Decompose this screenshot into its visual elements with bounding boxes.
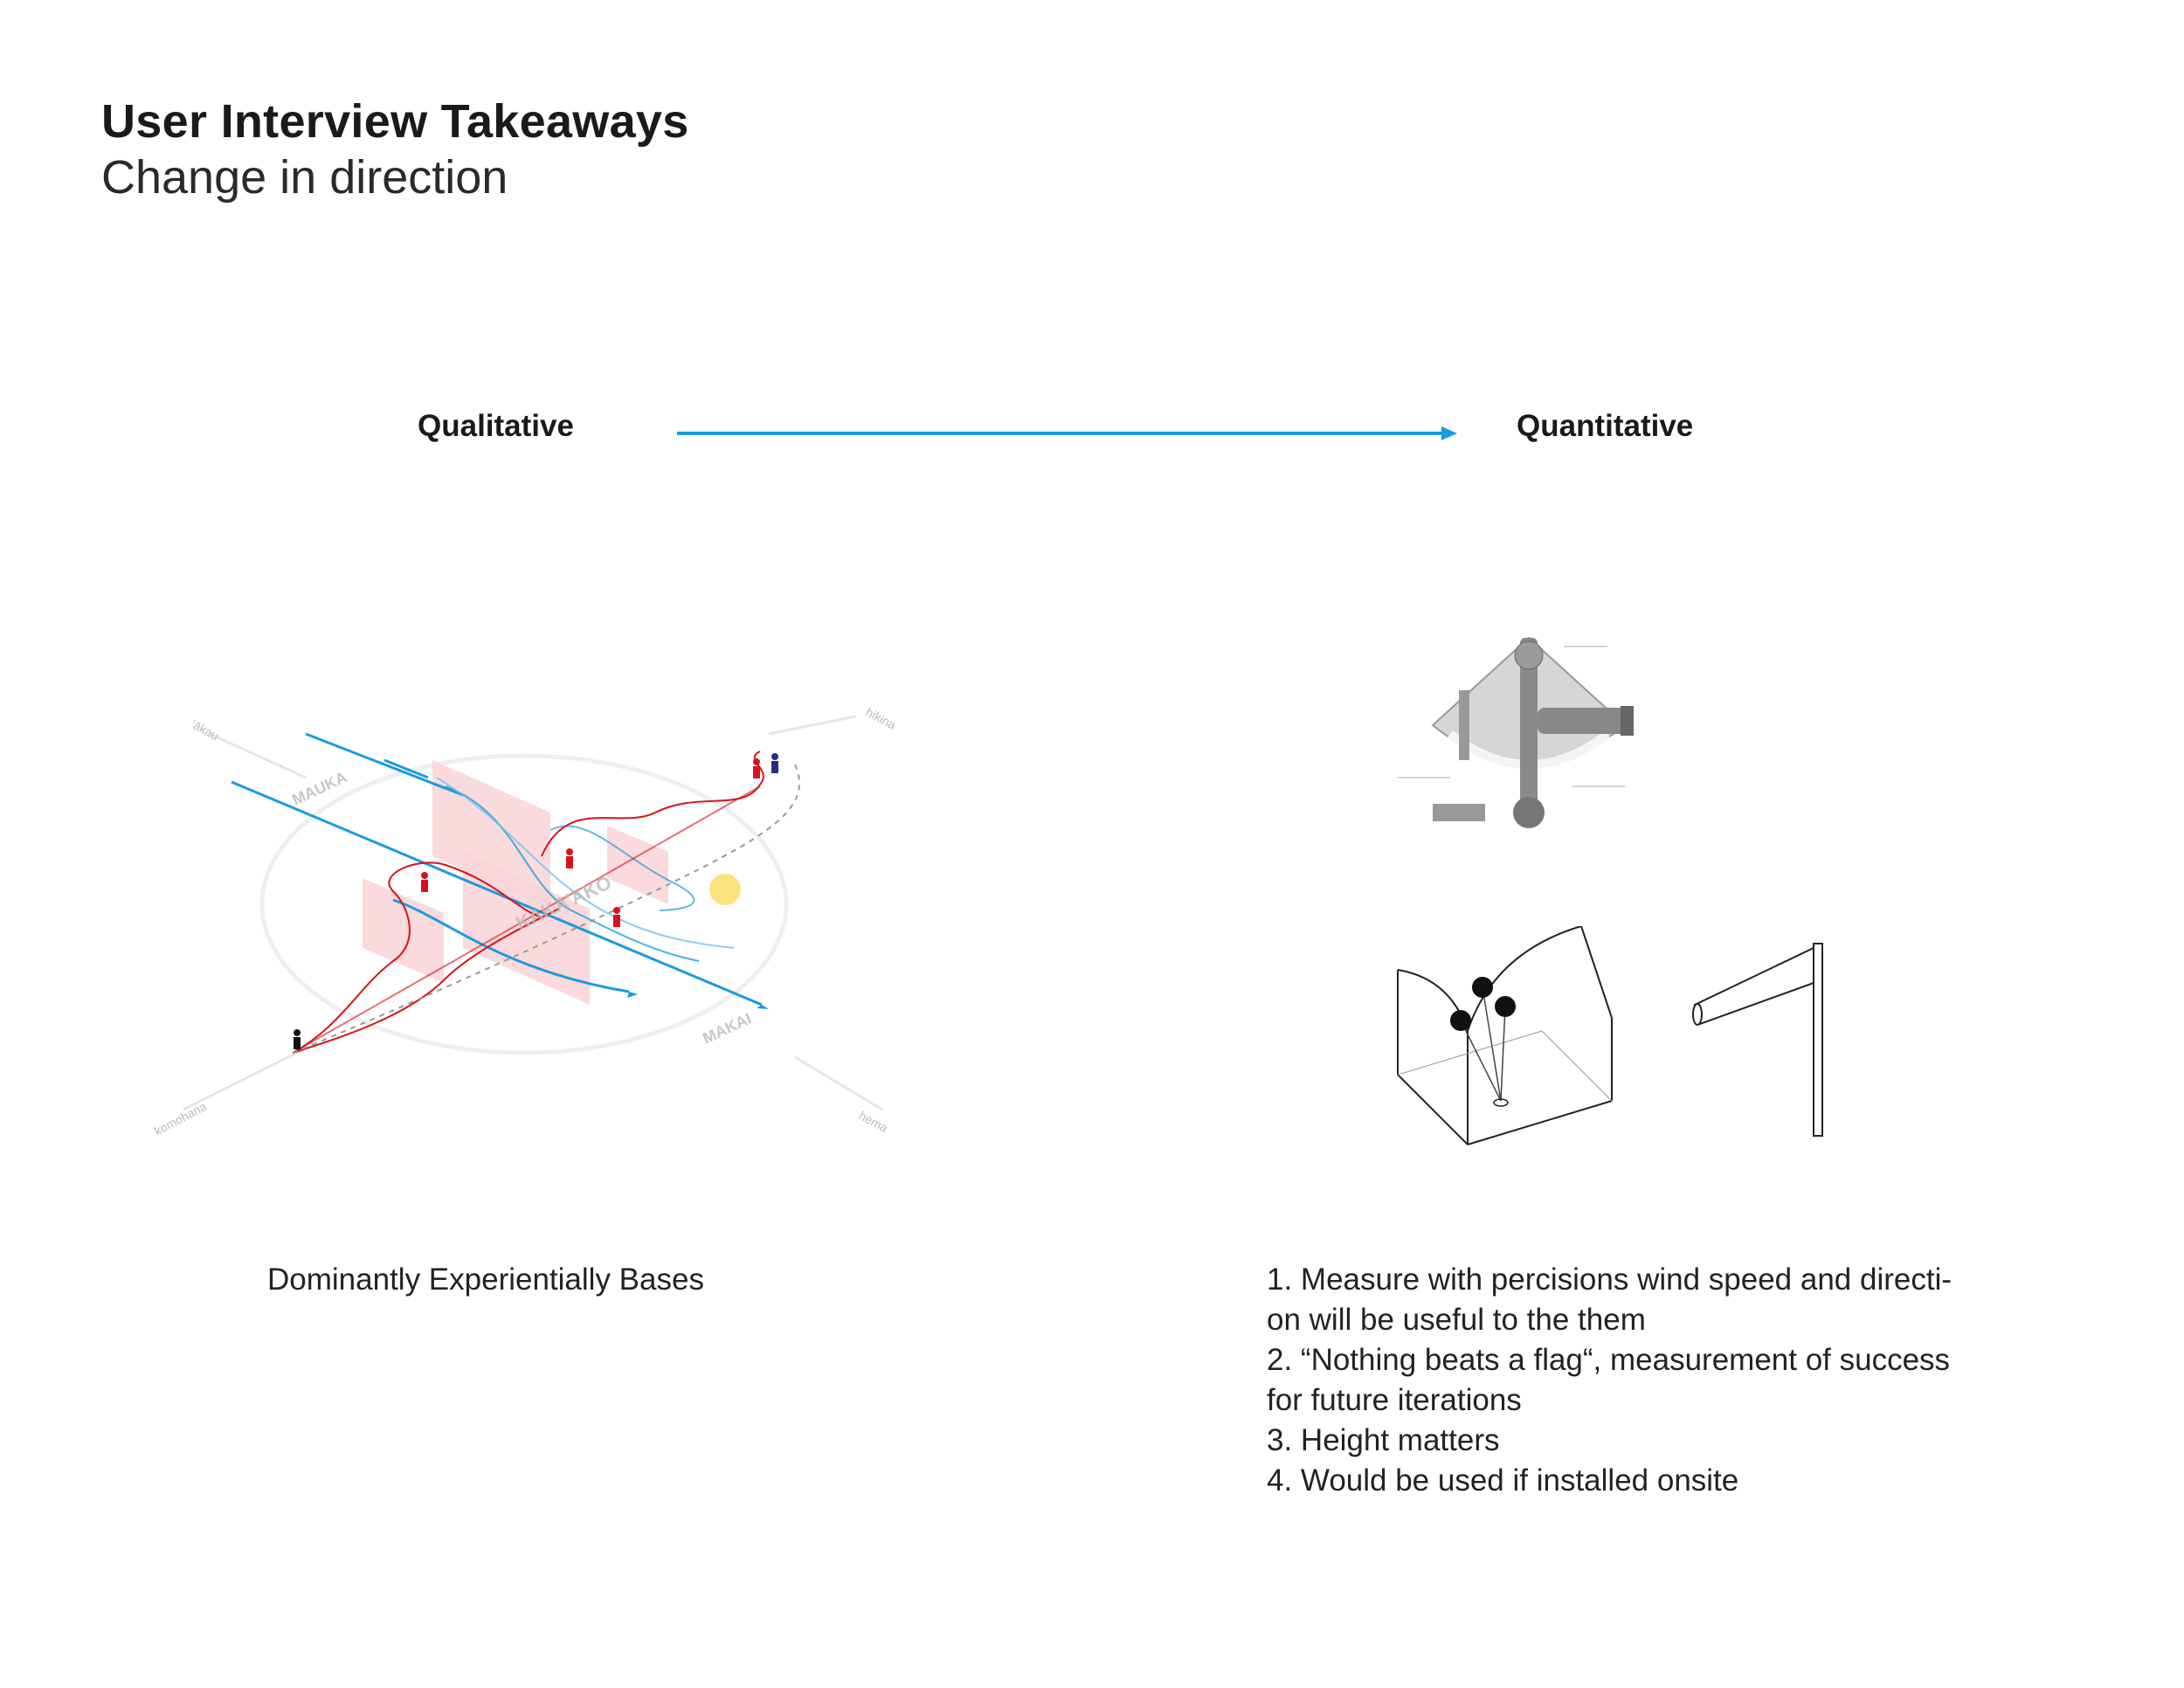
person-icon (753, 758, 760, 778)
dashed-route (292, 764, 800, 1054)
label-akau: 'ākau (190, 717, 222, 744)
windsock-icon (1692, 943, 1823, 1137)
cup-icon (1450, 1010, 1471, 1031)
person-icon (613, 907, 620, 927)
compass-line (794, 1055, 883, 1111)
list-item: for future iterations (1267, 1383, 1522, 1417)
quantitative-label: Quantitative (1517, 409, 1694, 443)
compass-line (209, 732, 307, 779)
anemometer-box-illustration (1397, 926, 1613, 1145)
qualitative-label: Qualitative (418, 409, 574, 443)
page-subtitle: Change in direction (101, 151, 508, 204)
person-icon (566, 848, 573, 868)
person-icon (421, 872, 428, 892)
compass-line (183, 1047, 307, 1111)
list-item: 3. Height matters (1267, 1423, 1500, 1457)
person-icon (771, 753, 778, 773)
panel (432, 760, 550, 909)
person-icon (294, 1029, 301, 1049)
panel (463, 852, 590, 1005)
sextant-illustration (1398, 636, 1634, 828)
page-title: User Interview Takeaways (101, 95, 689, 148)
sun-icon (709, 874, 741, 905)
panel (363, 878, 444, 983)
direction-arrow (677, 426, 1457, 440)
label-komohana: komohana (152, 1099, 209, 1138)
wind-flow-line (231, 780, 763, 1007)
list-item: on will be useful to the them (1267, 1303, 1646, 1337)
compass-line (768, 715, 857, 736)
list-item: 2. “Nothing beats a flag“, measurement o… (1267, 1343, 1951, 1377)
experiential-caption: Dominantly Experientially Bases (267, 1263, 704, 1297)
list-item: 1. Measure with percisions wind speed an… (1267, 1263, 1952, 1297)
label-hikina: hikina (864, 705, 899, 732)
experiential-map-illustration: 'ākau hikina komohana hema MAUKA MAKAI K… (152, 705, 899, 1138)
cup-icon (1495, 996, 1516, 1017)
takeaways-list: 1. Measure with percisions wind speed an… (1267, 1260, 2053, 1501)
ground-ellipse (259, 753, 789, 1055)
list-item: 4. Would be used if installed onsite (1267, 1463, 1739, 1498)
cup-icon (1472, 977, 1493, 998)
wind-flow-line (305, 732, 464, 797)
panel (607, 826, 668, 904)
label-makai: MAKAI (700, 1010, 754, 1048)
label-hema: hema (857, 1109, 891, 1136)
